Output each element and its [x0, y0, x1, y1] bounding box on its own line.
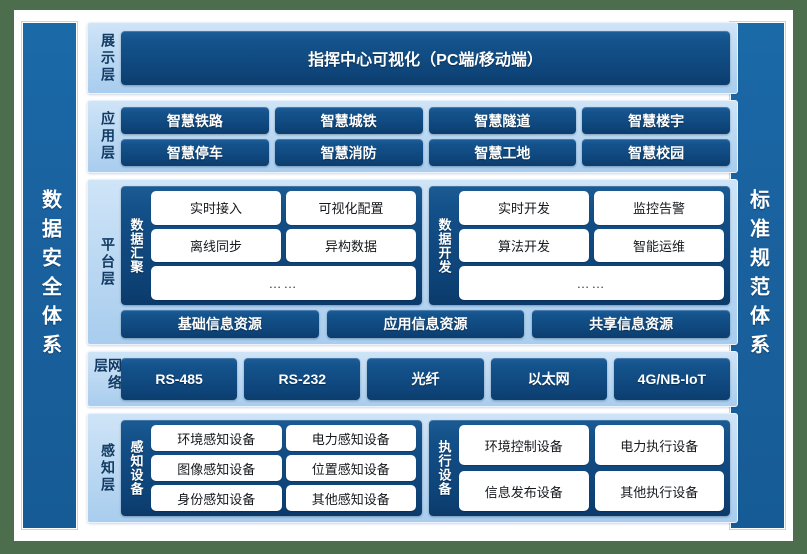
application-row-2: 智慧停车 智慧消防 智慧工地 智慧校园: [121, 139, 730, 166]
development-chip-monitor-alarm[interactable]: 监控告警: [594, 191, 724, 225]
layer-presentation-body: 指挥中心可视化（PC端/移动端）: [121, 29, 730, 87]
pillar-data-security: 数据安全体系: [22, 22, 77, 529]
layer-network-body: RS-485 RS-232 光纤 以太网 4G/NB-IoT: [121, 358, 730, 400]
platform-group-data-development-title-text: 数据开发: [436, 217, 452, 274]
layer-stack: 展示层 指挥中心可视化（PC端/移动端） 应用层 智慧铁路 智慧城铁 智慧隧道 …: [87, 22, 738, 529]
platform-group-data-development-title: 数据开发: [434, 191, 454, 300]
aggregation-chip-offline-sync[interactable]: 离线同步: [151, 228, 281, 263]
platform-group-data-aggregation-items: 实时接入 可视化配置 离线同步 异构数据 ……: [151, 191, 416, 301]
pillar-right-label: 标准规范体系: [746, 188, 769, 363]
perception-group-sensing-devices: 感知设备 环境感知设备 电力感知设备 图像感知设备 位置感知设备 身份感知设备 …: [121, 420, 422, 516]
perception-group-actuator-devices-title-text: 执行设备: [436, 440, 452, 496]
application-row-1: 智慧铁路 智慧城铁 智慧隧道 智慧楼宇: [121, 107, 730, 134]
platform-groups: 数据汇聚 实时接入 可视化配置 离线同步 异构数据: [121, 186, 730, 305]
layer-application-label: 应用层: [95, 107, 121, 166]
aggregation-chip-realtime-access[interactable]: 实时接入: [151, 191, 281, 225]
app-chip-smart-building[interactable]: 智慧楼宇: [582, 107, 730, 134]
app-chip-smart-campus[interactable]: 智慧校园: [582, 139, 730, 166]
development-chip-algorithm-dev[interactable]: 算法开发: [459, 228, 589, 263]
aggregation-chip-ellipsis[interactable]: ……: [151, 266, 416, 301]
perception-group-sensing-devices-title-text: 感知设备: [128, 440, 144, 496]
resource-chip-basic-information[interactable]: 基础信息资源: [121, 310, 319, 338]
app-chip-smart-railway[interactable]: 智慧铁路: [121, 107, 269, 134]
perception-group-sensing-devices-title: 感知设备: [126, 425, 146, 511]
layer-application-body: 智慧铁路 智慧城铁 智慧隧道 智慧楼宇 智慧停车 智慧消防 智慧工地 智慧校园: [121, 107, 730, 166]
layer-perception-label-text: 感知层: [100, 442, 116, 494]
layer-presentation-label-text: 展示层: [100, 32, 116, 84]
app-chip-smart-firefighting[interactable]: 智慧消防: [274, 139, 423, 166]
layer-network-label: 网络层: [93, 358, 123, 400]
layer-application-label-text: 应用层: [100, 111, 116, 162]
layer-network-label-text: 网络层: [93, 358, 123, 392]
resource-chip-application-information[interactable]: 应用信息资源: [326, 310, 525, 338]
platform-group-data-development: 数据开发 实时开发 监控告警 算法开发 智能运维: [429, 186, 730, 305]
sensing-chip-other[interactable]: 其他感知设备: [285, 485, 416, 511]
layer-presentation: 展示层 指挥中心可视化（PC端/移动端）: [87, 22, 738, 94]
layer-platform: 平台层 数据汇聚 实时接入 可视化配置: [87, 179, 738, 345]
sensing-chip-image[interactable]: 图像感知设备: [151, 455, 282, 481]
layer-platform-label: 平台层: [95, 186, 121, 338]
development-chip-smart-ops[interactable]: 智能运维: [594, 228, 724, 263]
pillar-standards: 标准规范体系: [730, 22, 785, 529]
development-chip-realtime-dev[interactable]: 实时开发: [459, 191, 589, 225]
aggregation-chip-heterogeneous-data[interactable]: 异构数据: [286, 228, 416, 263]
network-row: RS-485 RS-232 光纤 以太网 4G/NB-IoT: [121, 358, 730, 400]
diagram-board: 数据安全体系 标准规范体系 展示层 指挥中心可视化（PC端/移动端） 应用层: [14, 10, 793, 541]
aggregation-row-3: ……: [151, 266, 416, 301]
development-row-3: ……: [459, 266, 724, 301]
layer-platform-label-text: 平台层: [100, 236, 116, 288]
perception-group-actuator-devices-title: 执行设备: [434, 425, 454, 511]
platform-group-data-development-items: 实时开发 监控告警 算法开发 智能运维 ……: [459, 191, 724, 301]
development-chip-ellipsis[interactable]: ……: [459, 266, 724, 301]
layer-perception-body: 感知设备 环境感知设备 电力感知设备 图像感知设备 位置感知设备 身份感知设备 …: [121, 420, 730, 516]
perception-group-actuator-devices: 执行设备 环境控制设备 电力执行设备 信息发布设备 其他执行设备: [429, 420, 730, 516]
network-chip-fiber[interactable]: 光纤: [367, 358, 484, 400]
pillar-left-label: 数据安全体系: [38, 188, 61, 363]
app-chip-smart-tunnel[interactable]: 智慧隧道: [428, 107, 577, 134]
platform-group-data-aggregation-title-text: 数据汇聚: [128, 217, 144, 274]
layer-platform-body: 数据汇聚 实时接入 可视化配置 离线同步 异构数据: [121, 186, 730, 338]
platform-resource-row: 基础信息资源 应用信息资源 共享信息资源: [121, 310, 730, 338]
aggregation-row-1: 实时接入 可视化配置: [151, 191, 416, 225]
actuator-chip-environment-control[interactable]: 环境控制设备: [459, 425, 589, 465]
network-chip-rs232[interactable]: RS-232: [244, 358, 361, 400]
actuator-chip-other-execution[interactable]: 其他执行设备: [594, 471, 724, 511]
sensing-chip-power[interactable]: 电力感知设备: [285, 425, 416, 451]
sensing-chip-position[interactable]: 位置感知设备: [285, 455, 416, 481]
aggregation-row-2: 离线同步 异构数据: [151, 228, 416, 263]
layer-application: 应用层 智慧铁路 智慧城铁 智慧隧道 智慧楼宇 智慧停车 智慧消防 智慧工地 智…: [87, 100, 738, 173]
actuator-device-grid: 环境控制设备 电力执行设备 信息发布设备 其他执行设备: [459, 425, 724, 511]
platform-group-data-aggregation-title: 数据汇聚: [126, 191, 146, 300]
presentation-command-center-chip[interactable]: 指挥中心可视化（PC端/移动端）: [121, 31, 730, 85]
layer-presentation-label: 展示层: [95, 29, 121, 87]
sensing-device-grid: 环境感知设备 电力感知设备 图像感知设备 位置感知设备 身份感知设备 其他感知设…: [151, 425, 416, 511]
perception-groups: 感知设备 环境感知设备 电力感知设备 图像感知设备 位置感知设备 身份感知设备 …: [121, 420, 730, 516]
actuator-chip-power-execution[interactable]: 电力执行设备: [594, 425, 724, 465]
development-row-1: 实时开发 监控告警: [459, 191, 724, 225]
resource-chip-shared-information[interactable]: 共享信息资源: [532, 310, 730, 338]
network-chip-ethernet[interactable]: 以太网: [490, 358, 607, 400]
platform-group-data-aggregation: 数据汇聚 实时接入 可视化配置 离线同步 异构数据: [121, 186, 422, 305]
layer-perception: 感知层 感知设备 环境感知设备 电力感知设备 图像感知设备: [87, 413, 738, 523]
app-chip-smart-parking[interactable]: 智慧停车: [121, 139, 269, 166]
sensing-chip-environment[interactable]: 环境感知设备: [151, 425, 282, 451]
layer-network: 网络层 RS-485 RS-232 光纤 以太网 4G/NB-IoT: [87, 351, 738, 407]
sensing-chip-identity[interactable]: 身份感知设备: [151, 485, 282, 511]
network-chip-4g-nbiot[interactable]: 4G/NB-IoT: [613, 358, 730, 400]
aggregation-chip-visual-config[interactable]: 可视化配置: [286, 191, 416, 225]
app-chip-smart-metro[interactable]: 智慧城铁: [274, 107, 423, 134]
development-row-2: 算法开发 智能运维: [459, 228, 724, 263]
app-chip-smart-construction[interactable]: 智慧工地: [428, 139, 577, 166]
actuator-chip-info-publishing[interactable]: 信息发布设备: [459, 471, 589, 511]
layer-perception-label: 感知层: [95, 420, 121, 516]
network-chip-rs485[interactable]: RS-485: [121, 358, 238, 400]
